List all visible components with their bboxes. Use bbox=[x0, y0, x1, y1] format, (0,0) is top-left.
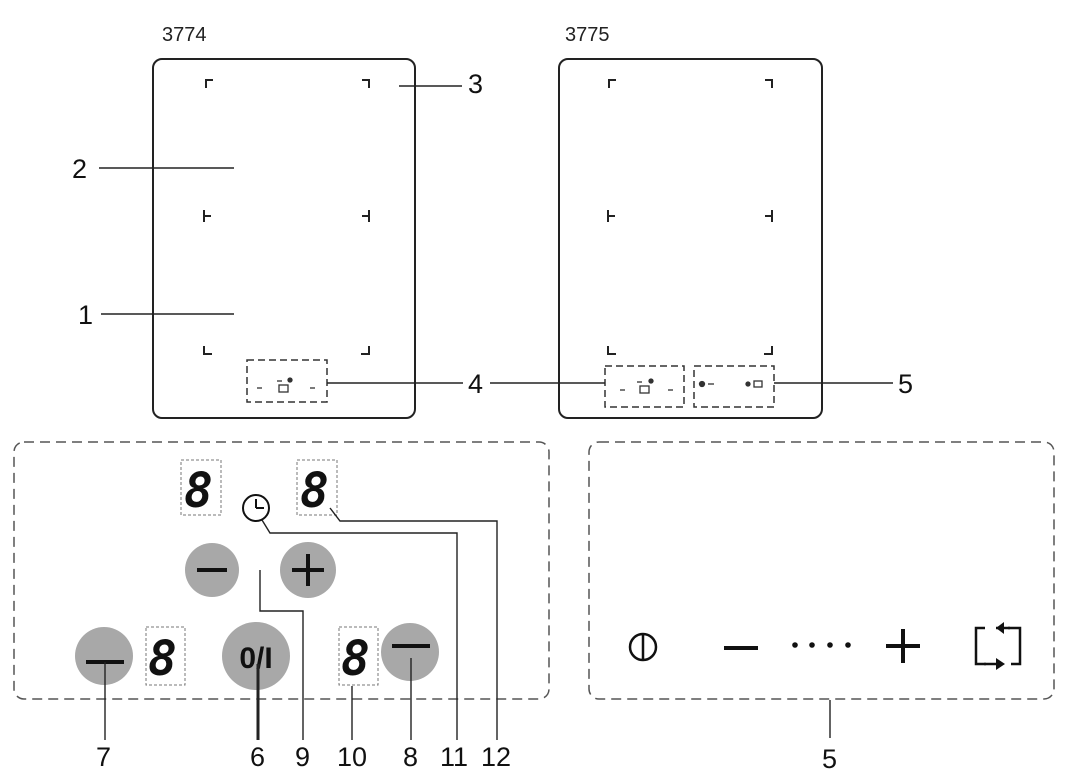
rear-zone-digit: 8 bbox=[148, 631, 177, 687]
callout-9: 9 bbox=[295, 742, 310, 772]
timer-digit-left: 8 bbox=[184, 463, 213, 519]
callout-10: 10 bbox=[337, 742, 367, 772]
corner-mark-icon bbox=[607, 346, 616, 355]
corner-mark-icon bbox=[203, 210, 211, 222]
front-zone-minus-button[interactable] bbox=[381, 623, 439, 681]
corner-mark-icon bbox=[362, 210, 370, 222]
hob-3775 bbox=[558, 58, 823, 419]
timer-clock-icon[interactable] bbox=[242, 494, 270, 522]
timer-minus-button[interactable] bbox=[185, 543, 239, 597]
callout-8: 8 bbox=[403, 742, 418, 772]
timer-display-right: 8 bbox=[296, 459, 338, 519]
mini-controls-3775 bbox=[620, 378, 673, 394]
callout-6: 6 bbox=[250, 742, 265, 772]
front-zone-digit: 8 bbox=[341, 631, 370, 687]
front-zone-display: 8 bbox=[338, 626, 379, 687]
hob-3774 bbox=[152, 58, 416, 419]
mini-bridge-controls-3775 bbox=[698, 380, 763, 388]
callout-2: 2 bbox=[72, 154, 87, 184]
timer-plus-button[interactable] bbox=[280, 542, 336, 598]
bridge-swap-icon[interactable] bbox=[974, 622, 1022, 670]
panel-left-outline bbox=[13, 441, 550, 700]
mini-controls-3774 bbox=[257, 377, 315, 393]
corner-mark-icon bbox=[764, 346, 773, 355]
model-label-3774: 3774 bbox=[162, 24, 207, 46]
timer-digit-right: 8 bbox=[300, 463, 329, 519]
zone-corner-marks-3774 bbox=[203, 79, 370, 355]
corner-mark-icon bbox=[765, 79, 773, 88]
timer-display-left: 8 bbox=[180, 459, 222, 519]
corner-mark-icon bbox=[607, 210, 615, 222]
callout-11: 11 bbox=[440, 742, 468, 772]
control-panel-right bbox=[588, 441, 1055, 700]
panel-right-outline bbox=[588, 441, 1055, 700]
callout-7: 7 bbox=[96, 742, 111, 772]
corner-mark-icon bbox=[608, 79, 616, 88]
corner-mark-icon bbox=[362, 79, 370, 88]
bridge-control-area-3775 bbox=[693, 365, 775, 408]
corner-mark-icon bbox=[205, 79, 213, 88]
callout-12: 12 bbox=[481, 742, 511, 772]
power-icon[interactable] bbox=[628, 632, 658, 662]
control-area-3775 bbox=[604, 365, 685, 408]
power-button[interactable]: 0/I bbox=[222, 622, 290, 690]
bridge-level-dots bbox=[792, 642, 851, 648]
callout-3: 3 bbox=[468, 69, 483, 99]
zone-corner-marks-3775 bbox=[607, 79, 773, 355]
control-panel-left: 8 8 8 bbox=[13, 441, 550, 700]
top-callout-lines bbox=[99, 85, 893, 384]
callout-4: 4 bbox=[468, 369, 483, 399]
callout-5-bottom: 5 bbox=[822, 744, 837, 774]
power-button-label: 0/I bbox=[239, 642, 272, 675]
control-area-3774 bbox=[246, 359, 328, 403]
hob-3775-outline bbox=[558, 58, 823, 419]
callout-5-top: 5 bbox=[898, 369, 913, 399]
callout-1: 1 bbox=[78, 300, 93, 330]
rear-zone-minus-button[interactable] bbox=[75, 627, 133, 685]
hob-3774-outline bbox=[152, 58, 416, 419]
corner-mark-icon bbox=[361, 346, 370, 355]
corner-mark-icon bbox=[765, 210, 773, 222]
bridge-plus-button[interactable] bbox=[886, 629, 920, 663]
bottom-left-callout-lines bbox=[104, 507, 498, 740]
corner-mark-icon bbox=[203, 346, 212, 355]
rear-zone-display: 8 bbox=[145, 626, 186, 687]
model-label-3775: 3775 bbox=[565, 24, 610, 46]
